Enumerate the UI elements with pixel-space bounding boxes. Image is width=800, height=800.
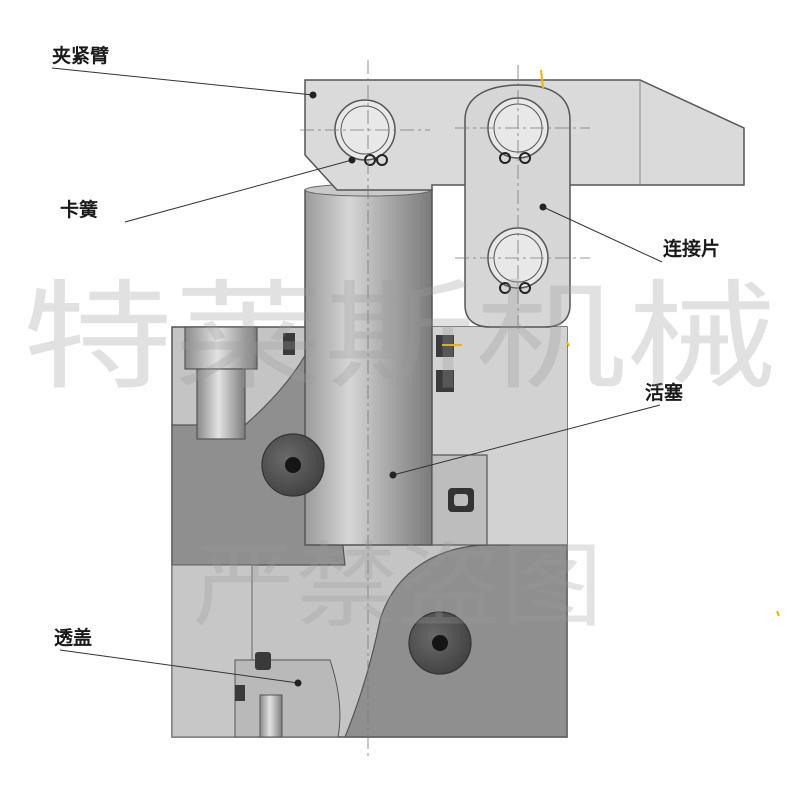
gland-cover bbox=[234, 659, 341, 738]
label-clamp-arm: 夹紧臂 bbox=[52, 44, 109, 67]
label-link-plate: 连接片 bbox=[663, 237, 720, 260]
accent-marks bbox=[540, 69, 780, 617]
label-cover: 透盖 bbox=[54, 626, 92, 649]
leader-dots bbox=[294, 91, 547, 687]
circlip-left bbox=[364, 154, 388, 166]
label-piston: 活塞 bbox=[645, 381, 684, 404]
oil-port-lower bbox=[408, 611, 472, 675]
rod-seals bbox=[436, 335, 462, 392]
leader-lines bbox=[51, 67, 663, 684]
watermark-main: 特莱斯机械 bbox=[22, 268, 777, 406]
oil-port-upper bbox=[261, 433, 325, 497]
label-circlip: 卡簧 bbox=[60, 198, 98, 221]
watermark-secondary: 严禁盗图 bbox=[193, 533, 603, 640]
centerlines bbox=[300, 60, 590, 760]
lower-screw bbox=[235, 652, 283, 738]
bolt bbox=[184, 326, 295, 440]
